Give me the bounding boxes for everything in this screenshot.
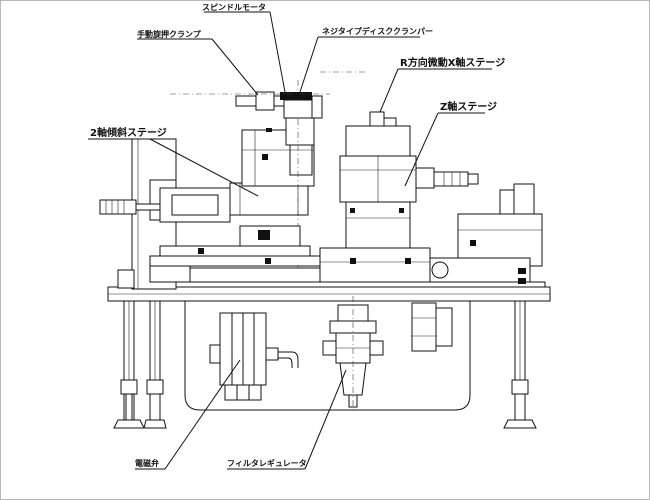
leader-z-axis-stage-diag — [404, 112, 439, 187]
mid-rails — [149, 225, 431, 283]
label-filter-regulator: フィルタレギュレータ — [227, 458, 307, 468]
label-manual-clamp: 手動旋押クランプ — [137, 29, 202, 39]
solenoid-valve — [209, 312, 299, 401]
label-solenoid-valve: 電磁弁 — [135, 458, 159, 468]
right-leg — [503, 300, 537, 429]
left-inner-leg — [143, 300, 167, 429]
label-z-axis-stage: Z軸ステージ — [440, 100, 497, 113]
leader-r-direction-x-stage-diag — [379, 68, 399, 113]
z-stage-block — [339, 111, 479, 249]
left-micrometer — [99, 199, 161, 215]
tilt-stage — [159, 182, 309, 223]
filter-regulator — [322, 296, 384, 412]
label-spindle-motor: スピンドルモータ — [202, 2, 266, 12]
leader-filter-regulator-diag — [304, 369, 347, 470]
left-leg — [113, 300, 145, 429]
leader-manual-clamp-diag — [211, 38, 259, 96]
label-r-direction-x-stage: R方向微動X軸ステージ — [400, 56, 505, 69]
leader-spindle-motor-diag — [269, 11, 286, 93]
leader-solenoid-valve-diag — [164, 359, 241, 470]
under-enclosure — [184, 301, 471, 411]
label-screw-disk-clamper: ネジタイプディスククランパー — [322, 26, 433, 36]
spindle-column — [241, 80, 315, 270]
labels: スピンドルモータ 手動旋押クランプ ネジタイプディスククランパー R方向微動X軸… — [88, 2, 505, 470]
right-stage — [429, 183, 543, 284]
spindle-motor — [170, 71, 368, 119]
leader-two-axis-tilt-stage-diag — [149, 138, 259, 197]
label-two-axis-tilt-stage: 2軸傾斜ステージ — [90, 126, 167, 139]
leader-screw-disk-clamper-diag — [299, 36, 319, 93]
right-fittings — [411, 302, 453, 352]
